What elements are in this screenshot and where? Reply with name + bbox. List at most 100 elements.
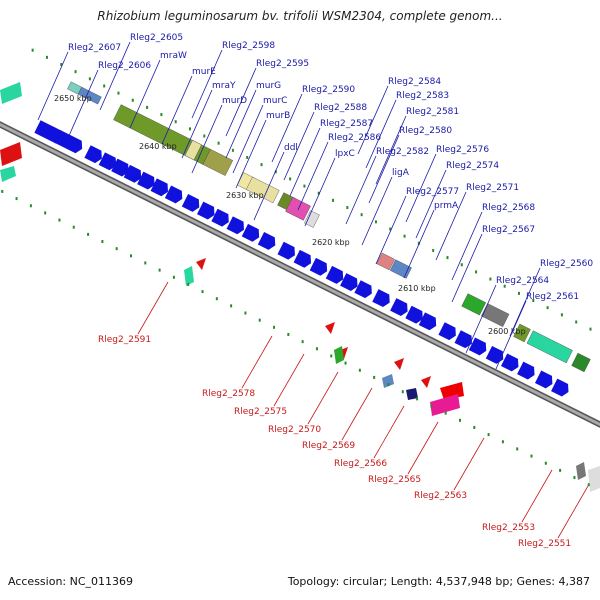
leader-line <box>235 119 267 189</box>
scale-label: 2610 kbp <box>398 284 436 293</box>
forward-gene-arrow <box>123 164 142 183</box>
grid-tick <box>560 313 563 317</box>
forward-gene-arrow <box>454 330 472 349</box>
grid-tick <box>172 275 175 279</box>
grid-tick <box>101 240 104 244</box>
grid-tick <box>503 284 506 288</box>
forward-gene-arrow <box>354 280 372 299</box>
leader-line <box>271 93 303 163</box>
forward-gene-arrow <box>309 257 328 276</box>
grid-tick <box>332 198 335 202</box>
leader-line <box>451 211 483 281</box>
grid-tick <box>374 220 377 224</box>
forward-gene-arrow <box>372 289 390 308</box>
grid-tick <box>401 390 404 394</box>
leader-line <box>253 151 285 221</box>
leader-line <box>415 169 447 239</box>
reverse-gene-block <box>0 142 22 166</box>
genome-summary-label: Topology: circular; Length: 4,537,948 bp… <box>287 575 590 588</box>
reverse-gene-label: Rleg2_2553 <box>482 523 535 533</box>
feature-block <box>376 252 395 271</box>
feature-block <box>481 303 510 327</box>
grid-tick <box>373 375 376 379</box>
leader-line <box>373 405 405 459</box>
reverse-gene-label: Rleg2_2570 <box>268 425 321 435</box>
forward-gene-arrow <box>438 322 456 341</box>
forward-gene-arrow <box>181 193 200 212</box>
forward-gene-arrow <box>340 273 358 291</box>
grid-tick <box>88 77 91 81</box>
forward-gene-label: Rleg2_2580 <box>399 126 452 136</box>
grid-tick <box>246 155 249 159</box>
reverse-gene-label: Rleg2_2578 <box>202 389 255 399</box>
reverse-gene-block <box>576 462 586 480</box>
grid-tick <box>346 206 349 210</box>
forward-gene-label: Rleg2_2571 <box>466 183 519 193</box>
grid-tick <box>416 397 419 401</box>
grid-tick <box>174 120 177 124</box>
feature-block <box>513 323 531 343</box>
feature-block <box>0 82 22 104</box>
leader-line <box>307 371 339 425</box>
forward-gene-label: Rleg2_2574 <box>446 161 499 171</box>
forward-gene-arrow <box>277 241 295 260</box>
grid-tick <box>260 163 263 167</box>
forward-gene-label: Rleg2_2595 <box>256 59 309 69</box>
grid-tick <box>74 70 77 74</box>
grid-tick <box>144 261 147 265</box>
forward-gene-label: Rleg2_2607 <box>68 43 121 53</box>
forward-gene-label: Rleg2_2583 <box>396 91 449 101</box>
grid-tick <box>460 263 463 267</box>
forward-gene-arrow <box>390 298 408 316</box>
grid-tick <box>44 211 47 215</box>
forward-gene-label: Rleg2_2590 <box>302 85 355 95</box>
reverse-gene-block <box>0 166 16 182</box>
leader-line <box>509 267 541 337</box>
forward-gene-label: Rleg2_2560 <box>540 259 593 269</box>
grid-tick <box>160 113 163 117</box>
forward-gene-arrow <box>226 216 244 235</box>
forward-gene-label: ligA <box>392 168 410 178</box>
grid-tick <box>15 197 18 201</box>
grid-tick <box>273 325 276 329</box>
leader-line <box>283 111 315 181</box>
grid-tick <box>244 311 247 315</box>
feature-block <box>202 148 234 176</box>
forward-gene-arrow <box>150 178 168 197</box>
grid-tick <box>517 291 520 295</box>
reverse-gene-block <box>430 394 460 416</box>
grid-tick <box>146 105 149 109</box>
leader-line <box>453 437 485 491</box>
leader-line <box>289 127 321 197</box>
grid-tick <box>516 447 519 451</box>
grid-tick <box>115 247 118 251</box>
backbone-light <box>0 122 600 427</box>
grid-tick <box>489 277 492 281</box>
forward-gene-label: Rleg2_2576 <box>436 145 489 155</box>
leader-line <box>225 89 257 159</box>
grid-tick <box>573 476 576 480</box>
forward-gene-label: murD <box>222 96 247 106</box>
forward-gene-label: Rleg2_2581 <box>406 107 459 117</box>
grid-tick <box>301 340 304 344</box>
forward-gene-arrow <box>325 265 344 284</box>
reverse-gene-label: Rleg2_2566 <box>334 459 387 469</box>
forward-gene-arrow <box>84 145 102 164</box>
forward-gene-arrow <box>64 135 83 154</box>
reverse-gene-label: Rleg2_2565 <box>368 475 421 485</box>
forward-gene-label: Rleg2_2606 <box>98 61 151 71</box>
forward-gene-label: mraW <box>160 51 187 61</box>
reverse-gene-label: Rleg2_2591 <box>98 335 151 345</box>
reverse-gene-block <box>334 346 344 364</box>
leader-line <box>345 155 377 225</box>
grid-tick <box>432 248 435 252</box>
leader-line <box>232 104 264 174</box>
grid-tick <box>532 299 535 303</box>
grid-tick <box>589 327 592 331</box>
grid-tick <box>274 170 277 174</box>
leader-line <box>357 85 389 155</box>
forward-gene-label: Rleg2_2605 <box>130 33 183 43</box>
grid-tick <box>417 241 420 245</box>
leader-line <box>161 75 193 145</box>
